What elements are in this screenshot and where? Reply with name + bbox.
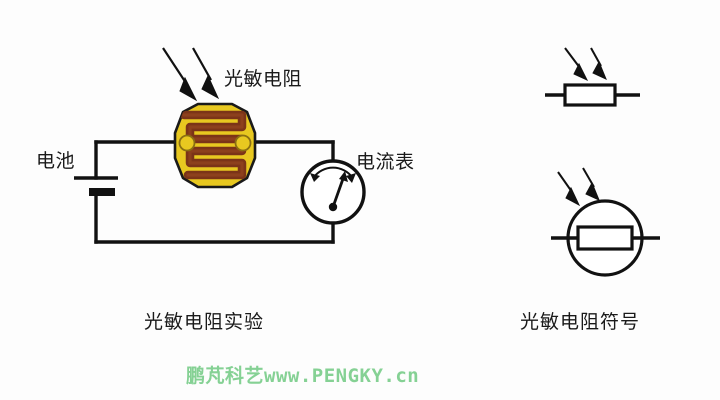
watermark: 鹏芃科艺www.PENGKY.cn xyxy=(186,365,420,387)
label-photoresistor: 光敏电阻 xyxy=(224,69,303,90)
light-arrow-icon xyxy=(590,47,607,80)
battery-symbol xyxy=(74,176,118,196)
photoresistor-body xyxy=(173,102,257,189)
light-arrows-symbol-rectangle xyxy=(564,47,607,82)
photoresistor-symbol-circled xyxy=(551,167,660,277)
light-arrow-icon xyxy=(582,167,600,201)
light-arrows-experiment xyxy=(162,47,220,102)
label-battery: 电池 xyxy=(36,151,76,172)
label-ammeter: 电流表 xyxy=(356,152,415,173)
photoresistor-terminal-right xyxy=(234,134,252,152)
caption-experiment: 光敏电阻实验 xyxy=(144,312,265,333)
photoresistor-terminal-left xyxy=(178,134,196,152)
caption-symbol: 光敏电阻符号 xyxy=(520,312,641,333)
circuit-wires xyxy=(94,140,335,244)
photoresistor-symbol-rectangle xyxy=(545,47,640,107)
light-arrows-symbol-circled xyxy=(557,167,600,207)
ammeter-gauge xyxy=(300,159,366,225)
light-arrow-icon xyxy=(564,47,589,82)
light-arrow-icon xyxy=(192,47,220,100)
light-arrow-icon xyxy=(557,171,581,207)
light-arrow-icon xyxy=(162,47,198,102)
